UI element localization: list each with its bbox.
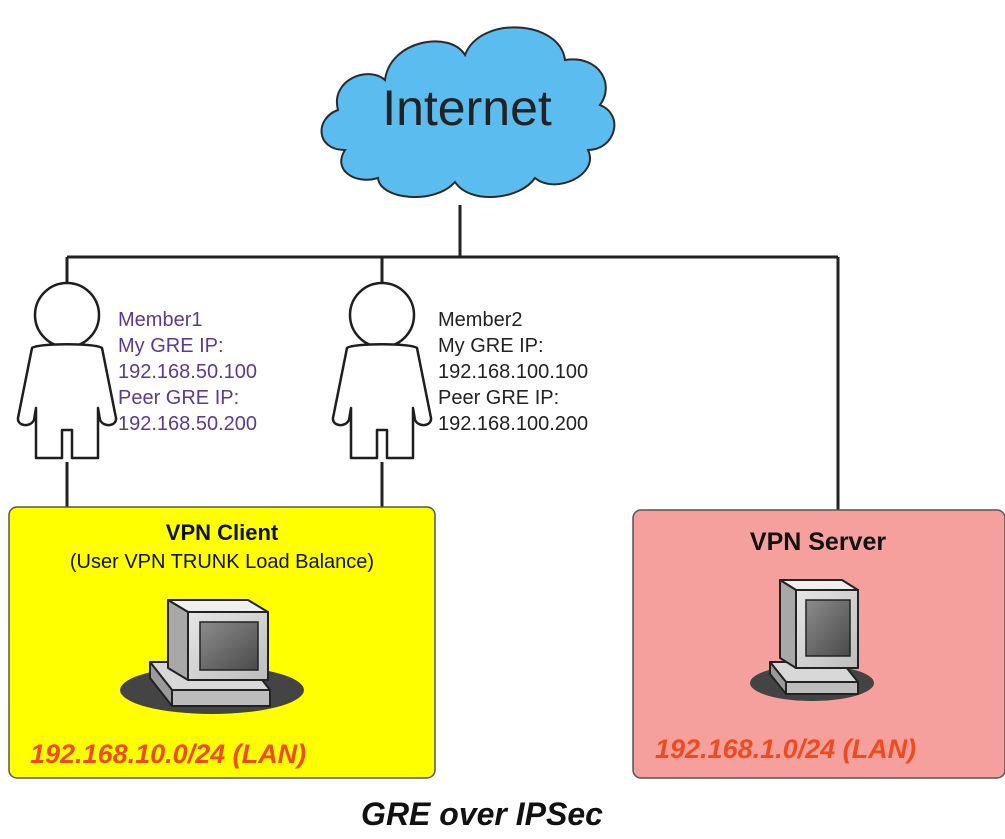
- member1-my-gre-ip: 192.168.50.100: [118, 361, 257, 383]
- cloud-shape: [320, 26, 616, 199]
- member2-peer-gre-label: Peer GRE IP:: [438, 387, 559, 409]
- member2-my-gre-label: My GRE IP:: [438, 335, 544, 357]
- member1-peer-gre-label: Peer GRE IP:: [118, 387, 239, 409]
- vpn-server-title: VPN Server: [750, 528, 886, 556]
- member2-name: Member2: [438, 309, 522, 331]
- member1-info: Member1 My GRE IP: 192.168.50.100 Peer G…: [118, 309, 257, 435]
- vpn-client-subtitle: (User VPN TRUNK Load Balance): [70, 551, 374, 573]
- vpn-client-lan: 192.168.10.0/24 (LAN): [30, 739, 306, 769]
- vpn-server-lan: 192.168.1.0/24 (LAN): [655, 734, 916, 764]
- vpn-client-box: VPN Client (User VPN TRUNK Load Balance)…: [8, 506, 436, 779]
- vpn-server-computer-icon: [750, 579, 874, 701]
- cloud-label: Internet: [382, 80, 552, 136]
- member2-info: Member2 My GRE IP: 192.168.100.100 Peer …: [438, 309, 588, 435]
- vpn-client-title: VPN Client: [166, 520, 279, 545]
- vpn-server-box: VPN Server 192.168.1.0/24 (LAN): [632, 509, 1005, 779]
- member1-my-gre-label: My GRE IP:: [118, 335, 224, 357]
- member2-my-gre-ip: 192.168.100.100: [438, 361, 588, 383]
- diagram-caption: GRE over IPSec: [361, 796, 603, 832]
- network-lines: [65, 205, 840, 510]
- internet-cloud: Internet: [320, 26, 616, 199]
- member1-name: Member1: [118, 309, 202, 331]
- member1-peer-gre-ip: 192.168.50.200: [118, 413, 257, 435]
- member2-person-icon: [331, 281, 433, 460]
- member1-person-icon: [16, 281, 118, 460]
- vpn-client-computer-icon: [120, 599, 304, 714]
- member2-peer-gre-ip: 192.168.100.200: [438, 413, 588, 435]
